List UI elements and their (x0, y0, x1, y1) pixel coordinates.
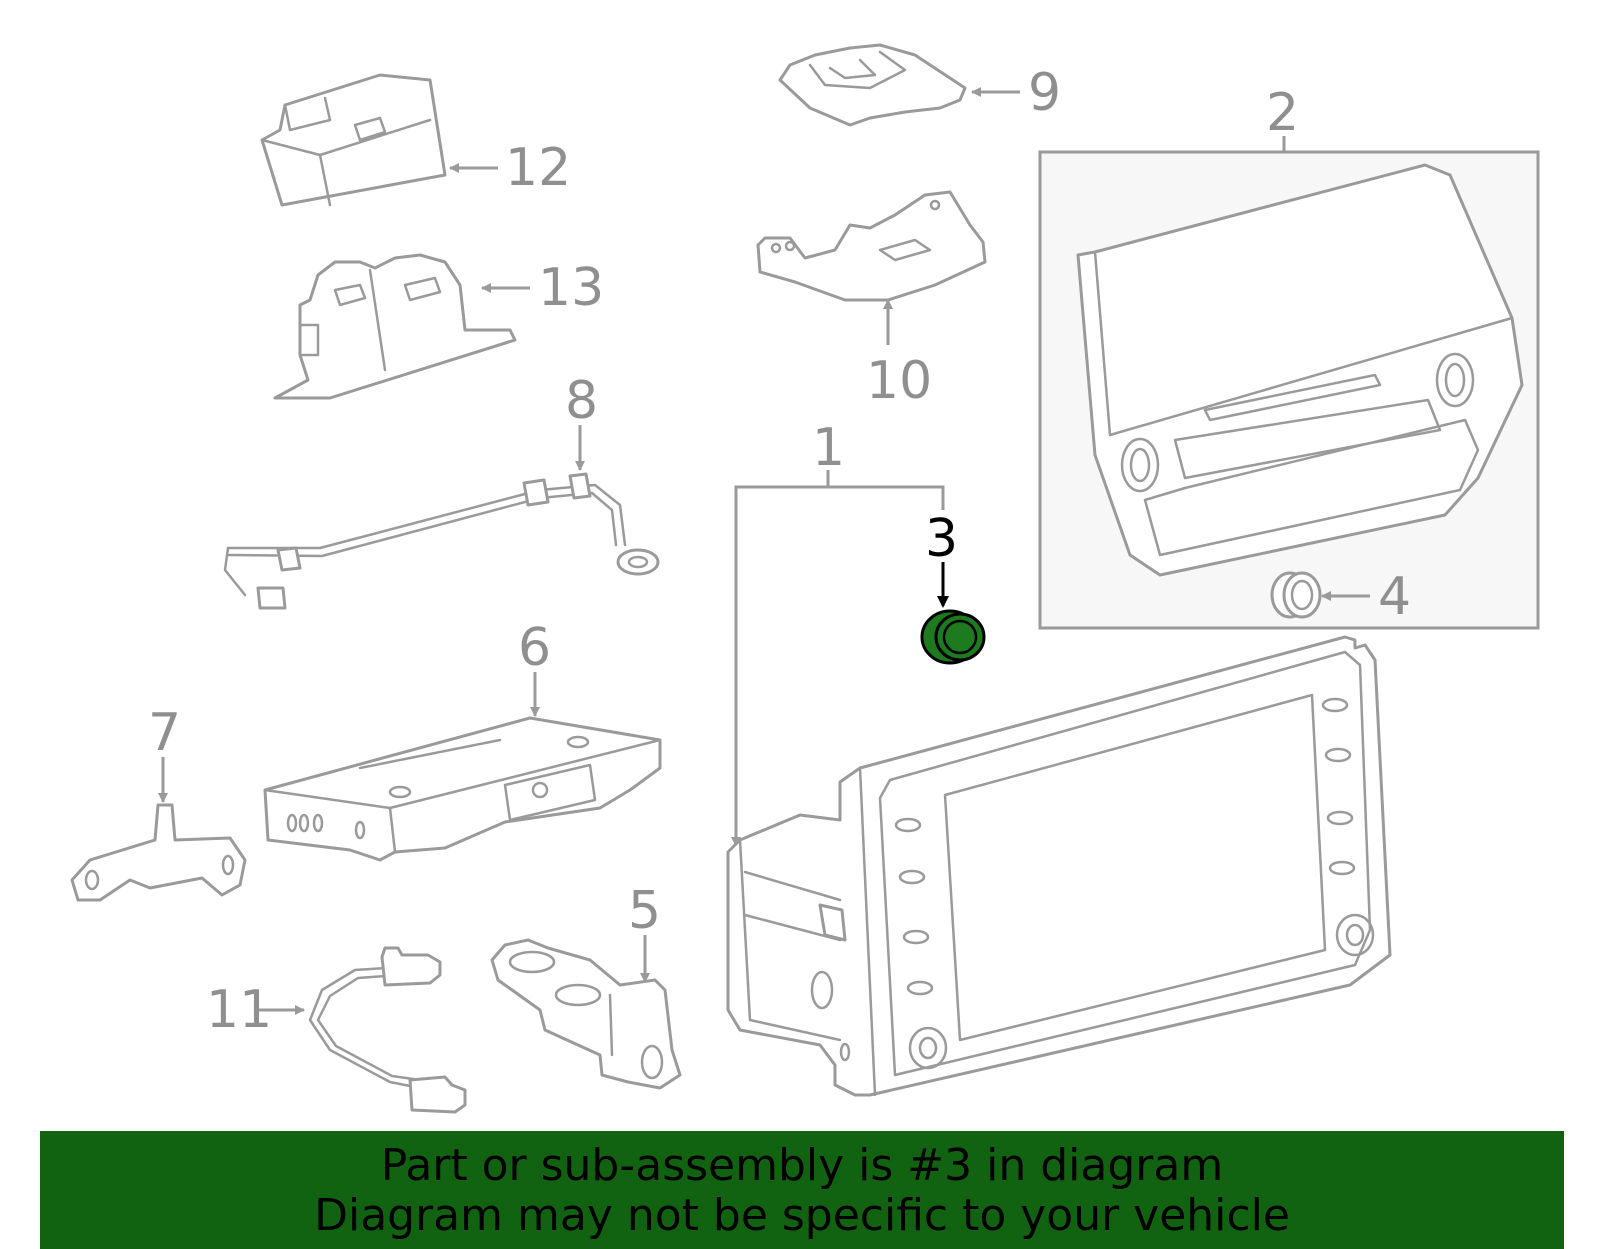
callout-12: 12 (505, 138, 571, 198)
part-10-bracket[interactable] (756, 190, 987, 302)
callout-1: 1 (812, 418, 845, 478)
part-11-cable[interactable] (308, 946, 467, 1114)
banner-line-2: Diagram may not be specific to your vehi… (314, 1190, 1290, 1241)
callout-2: 2 (1266, 83, 1299, 143)
callout-6: 6 (518, 618, 551, 678)
part-9-switch[interactable] (778, 43, 967, 127)
part-5-bracket[interactable] (490, 938, 682, 1090)
part-3-knob[interactable] (920, 609, 986, 665)
info-banner: Part or sub-assembly is #3 in diagram Di… (40, 1131, 1564, 1249)
callout-3: 3 (925, 509, 958, 569)
callout-7: 7 (148, 703, 181, 763)
part-1-head-unit[interactable] (726, 635, 1392, 1097)
callout-10: 10 (866, 351, 932, 411)
callout-9: 9 (1028, 63, 1061, 123)
banner-line-1: Part or sub-assembly is #3 in diagram (380, 1140, 1224, 1191)
callout-4: 4 (1378, 567, 1411, 627)
part-2-bezel[interactable] (1076, 163, 1524, 577)
part-13-bracket[interactable] (273, 253, 517, 400)
part-8-wire-harness[interactable] (223, 472, 660, 610)
callout-5: 5 (628, 881, 661, 941)
part-4-grommet[interactable] (1270, 571, 1322, 619)
callout-11: 11 (206, 980, 272, 1040)
part-6-control-unit[interactable] (263, 716, 662, 862)
leader-1 (734, 485, 945, 846)
part-12-module[interactable] (260, 73, 447, 207)
callout-13: 13 (538, 258, 604, 318)
callout-8: 8 (565, 371, 598, 431)
part-7-bracket[interactable] (70, 803, 247, 902)
